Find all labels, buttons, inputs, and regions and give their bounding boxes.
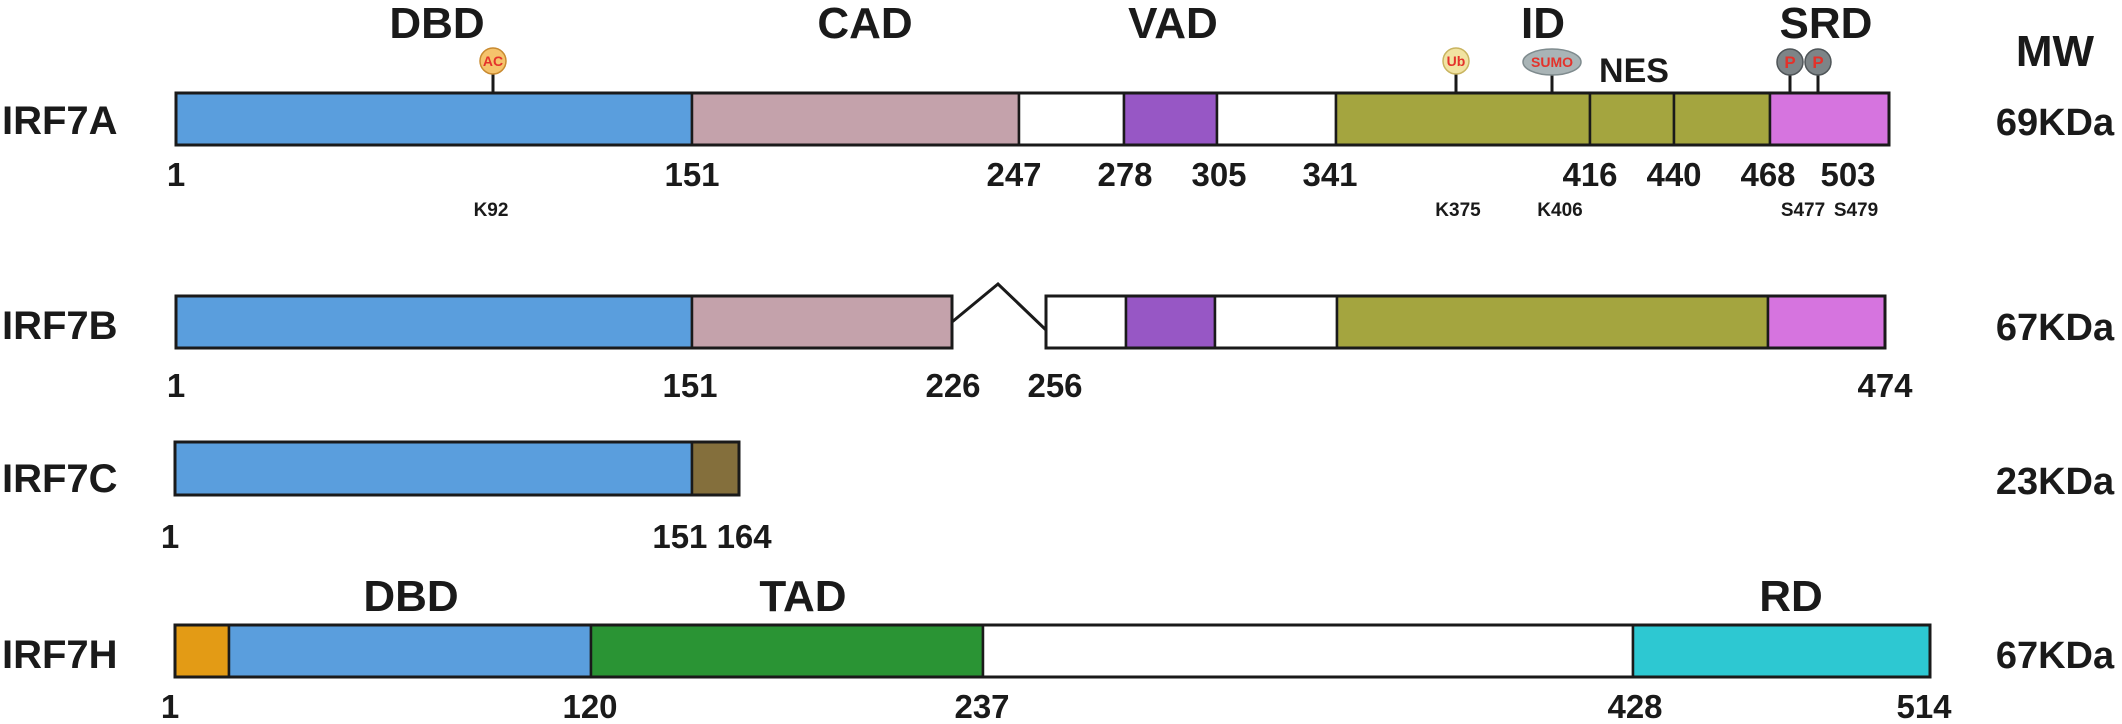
- sumo-badge: [1522, 48, 1582, 76]
- irf7b-pos-226: 226: [925, 367, 980, 404]
- irf7c-row: IRF7C 1 151 164 23KDa: [2, 440, 2115, 555]
- irf7h-mw: 67KDa: [1996, 635, 2115, 677]
- phospho-badge-s479-label: P: [1812, 53, 1823, 72]
- irf7h-outline: [173, 623, 1932, 679]
- irf7b-label: IRF7B: [2, 304, 118, 348]
- irf7a-id-segment-2: [1672, 91, 1772, 147]
- irf7b-dbd-segment: [174, 294, 694, 350]
- irf7h-label: IRF7H: [2, 633, 118, 677]
- irf7a-dbd-segment: [174, 91, 694, 147]
- irf7a-pos-247: 247: [986, 156, 1041, 193]
- irf7a-pos-416: 416: [1562, 156, 1617, 193]
- ub-badge: [1442, 47, 1470, 75]
- irf7b-outline-right: [1044, 294, 1887, 350]
- irf7h-pos-514: 514: [1896, 688, 1952, 724]
- irf7b-linker-1: [1044, 294, 1128, 350]
- irf7h-rd-segment: [1631, 623, 1932, 679]
- irf7a-pos-503: 503: [1820, 156, 1875, 193]
- irf7h-dbd-segment: [227, 623, 593, 679]
- irf7b-pos-474: 474: [1857, 367, 1913, 404]
- irf7a-linker-1: [1017, 91, 1126, 147]
- mw-column-title: MW: [2016, 27, 2095, 76]
- irf7b-srd-segment: [1766, 294, 1887, 350]
- irf7b-pos-151: 151: [662, 367, 717, 404]
- irf7h-tad-segment: [589, 623, 985, 679]
- domain-label-h-rd: RD: [1759, 572, 1823, 621]
- irf7b-mw: 67KDa: [1996, 307, 2115, 349]
- domain-label-h-dbd: DBD: [363, 572, 458, 621]
- irf7c-outline: [173, 440, 741, 497]
- domain-label-srd: SRD: [1780, 0, 1873, 48]
- domain-label-vad: VAD: [1128, 0, 1218, 48]
- irf7a-pos-1: 1: [167, 156, 185, 193]
- irf7c-pos-1: 1: [161, 518, 179, 555]
- irf7a-pos-278: 278: [1097, 156, 1152, 193]
- irf7a-pos-305: 305: [1191, 156, 1246, 193]
- irf7b-row: IRF7B 1 151 226 256 474 67KDa: [2, 281, 2115, 404]
- sumo-badge-label: SUMO: [1531, 54, 1573, 70]
- irf7h-row: DBD TAD RD IRF7H 1 120 237 428 514 67KDa: [2, 572, 2115, 724]
- irf7c-label: IRF7C: [2, 457, 118, 501]
- ub-badge-label: Ub: [1447, 53, 1466, 69]
- irf7a-row: IRF7A AC Ub SUMO P P 1 151 247 278 305 3: [2, 47, 2115, 221]
- irf7a-pos-341: 341: [1302, 156, 1357, 193]
- domain-label-id: ID: [1521, 0, 1565, 48]
- irf7h-linker: [981, 623, 1635, 679]
- site-label-k92: K92: [474, 200, 509, 221]
- irf7b-cad-segment: [690, 294, 954, 350]
- irf7a-label: IRF7A: [2, 99, 118, 143]
- irf7c-mw: 23KDa: [1996, 461, 2115, 503]
- irf7b-vad-segment: [1124, 294, 1217, 350]
- ac-badge: [479, 47, 507, 75]
- irf7h-pos-428: 428: [1607, 688, 1662, 724]
- phospho-badge-s477-label: P: [1784, 53, 1795, 72]
- irf7a-pos-151: 151: [664, 156, 719, 193]
- irf7a-vad-segment: [1122, 91, 1219, 147]
- phospho-badge-s479: [1804, 48, 1832, 76]
- irf7c-pos-151-164: 151 164: [652, 518, 772, 555]
- domain-label-nes: NES: [1599, 52, 1669, 90]
- site-label-s479: S479: [1834, 200, 1878, 221]
- site-label-k406: K406: [1537, 200, 1582, 221]
- domain-label-h-tad: TAD: [759, 572, 846, 621]
- irf7h-pos-1: 1: [161, 688, 179, 724]
- irf7a-pos-440: 440: [1646, 156, 1701, 193]
- irf7a-pos-468: 468: [1740, 156, 1795, 193]
- irf7h-pos-120: 120: [562, 688, 617, 724]
- irf7h-n-terminal-segment: [173, 623, 231, 679]
- irf7a-cad-segment: [690, 91, 1021, 147]
- phospho-badge-s477: [1776, 48, 1804, 76]
- irf7a-outline: [174, 91, 1891, 147]
- ac-badge-label: AC: [483, 53, 503, 69]
- irf7c-dbd-segment: [173, 440, 694, 497]
- irf7b-id-segment: [1335, 294, 1770, 350]
- domain-label-dbd: DBD: [389, 0, 484, 48]
- irf7c-tail-segment: [690, 440, 741, 497]
- irf7a-srd-segment: [1768, 91, 1891, 147]
- irf7b-pos-256: 256: [1027, 367, 1082, 404]
- irf7b-linker-2: [1213, 294, 1339, 350]
- site-label-k375: K375: [1435, 200, 1481, 221]
- irf7a-mw: 69KDa: [1996, 102, 2115, 144]
- irf7a-nes-segment: [1588, 91, 1676, 147]
- irf7a-linker-2: [1215, 91, 1338, 147]
- irf7a-id-segment: [1334, 91, 1592, 147]
- domain-label-cad: CAD: [817, 0, 912, 48]
- irf7b-pos-1: 1: [167, 367, 185, 404]
- site-label-s477: S477: [1781, 200, 1825, 221]
- irf7b-splice-gap: [951, 281, 1048, 332]
- irf7h-pos-237: 237: [954, 688, 1009, 724]
